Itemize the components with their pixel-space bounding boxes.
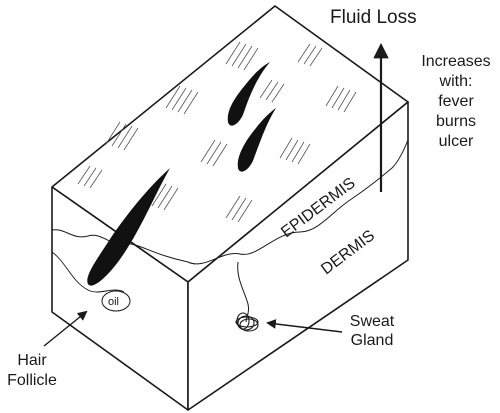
epidermis-dermis-boundary-front: [51, 229, 189, 263]
increases-line-1: Increases: [421, 53, 490, 70]
skin-side-face: [187, 101, 409, 411]
hair-follicle-pointer-arrow: [43, 310, 88, 347]
sweat-gland-label-line-2: Gland: [351, 332, 394, 349]
oil-gland: [101, 290, 131, 312]
hair-strand-large: [87, 168, 170, 286]
sweat-gland-coil: [235, 312, 259, 332]
sweat-gland-label-line-1: Sweat: [350, 313, 395, 330]
increases-line-5: ulcer: [439, 133, 474, 150]
dermis-line-front: [51, 251, 125, 293]
increases-line-4: burns: [436, 113, 476, 130]
hair-follicle-label-line-1: Hair: [17, 352, 47, 369]
increases-line-3: fever: [438, 93, 474, 110]
increases-with-list: Increases with: fever burns ulcer: [421, 53, 490, 150]
fluid-loss-title: Fluid Loss: [330, 7, 417, 28]
sweat-gland-label: Sweat Gland: [350, 313, 395, 349]
increases-line-2: with:: [439, 73, 473, 90]
sweat-gland-pointer-arrow: [266, 319, 343, 333]
skin-block: [51, 5, 409, 411]
epidermis-dermis-boundary-side: [187, 139, 409, 265]
hair-follicle-label: Hair Follicle: [7, 352, 57, 389]
sweat-duct: [237, 261, 250, 323]
oil-label: oil: [108, 296, 119, 308]
hair-strand-middle: [237, 108, 276, 172]
hair-strand-top: [227, 62, 270, 126]
hair-follicle-label-line-2: Follicle: [7, 372, 57, 389]
